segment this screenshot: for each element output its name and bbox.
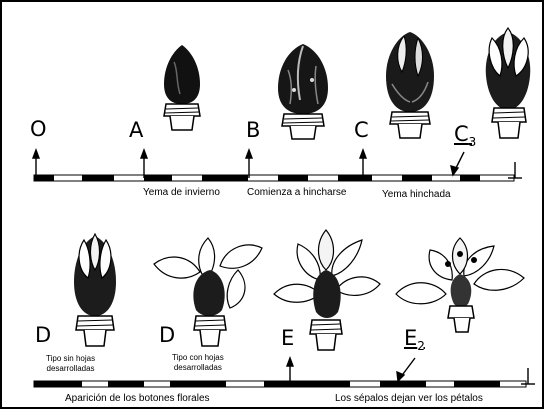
caption-tipo-con-hojas: Tipo con hojas desarrolladas [172, 353, 224, 372]
stage-label-c: C [354, 120, 369, 141]
caption-sepalos-petalos: Los sépalos dejan ver los pétalos [335, 393, 483, 405]
stage-label-o: O [30, 119, 47, 140]
caption-aparicion-botones: Aparición de los botones florales [65, 393, 210, 405]
stage-label-e2-letter: E [404, 326, 417, 350]
caption-comienza-a-hincharse: Comienza a hincharse [247, 187, 347, 199]
caption-yema-hinchada: Yema hinchada [382, 189, 451, 201]
caption-tipo-sin-hojas-line2: desarrolladas [46, 364, 95, 374]
stage-label-d1: D [35, 325, 51, 346]
caption-tipo-sin-hojas: Tipo sin hojas desarrolladas [46, 354, 95, 373]
stage-label-d2: D [159, 325, 175, 346]
stage-label-b: B [246, 120, 260, 141]
stage-label-e2-sub: 2 [417, 339, 425, 353]
caption-tipo-sin-hojas-line1: Tipo sin hojas [46, 354, 95, 364]
stage-label-e2: E2 [404, 328, 425, 352]
caption-tipo-con-hojas-line1: Tipo con hojas [172, 353, 224, 363]
stage-label-c3: C3 [454, 124, 476, 148]
stage-label-e: E [281, 328, 294, 349]
caption-yema-de-invierno: Yema de invierno [143, 187, 220, 199]
caption-tipo-con-hojas-line2: desarrolladas [172, 363, 224, 373]
stage-label-c3-sub: 3 [469, 135, 477, 149]
stage-label-a: A [129, 120, 143, 141]
stage-label-c3-letter: C [454, 122, 469, 146]
